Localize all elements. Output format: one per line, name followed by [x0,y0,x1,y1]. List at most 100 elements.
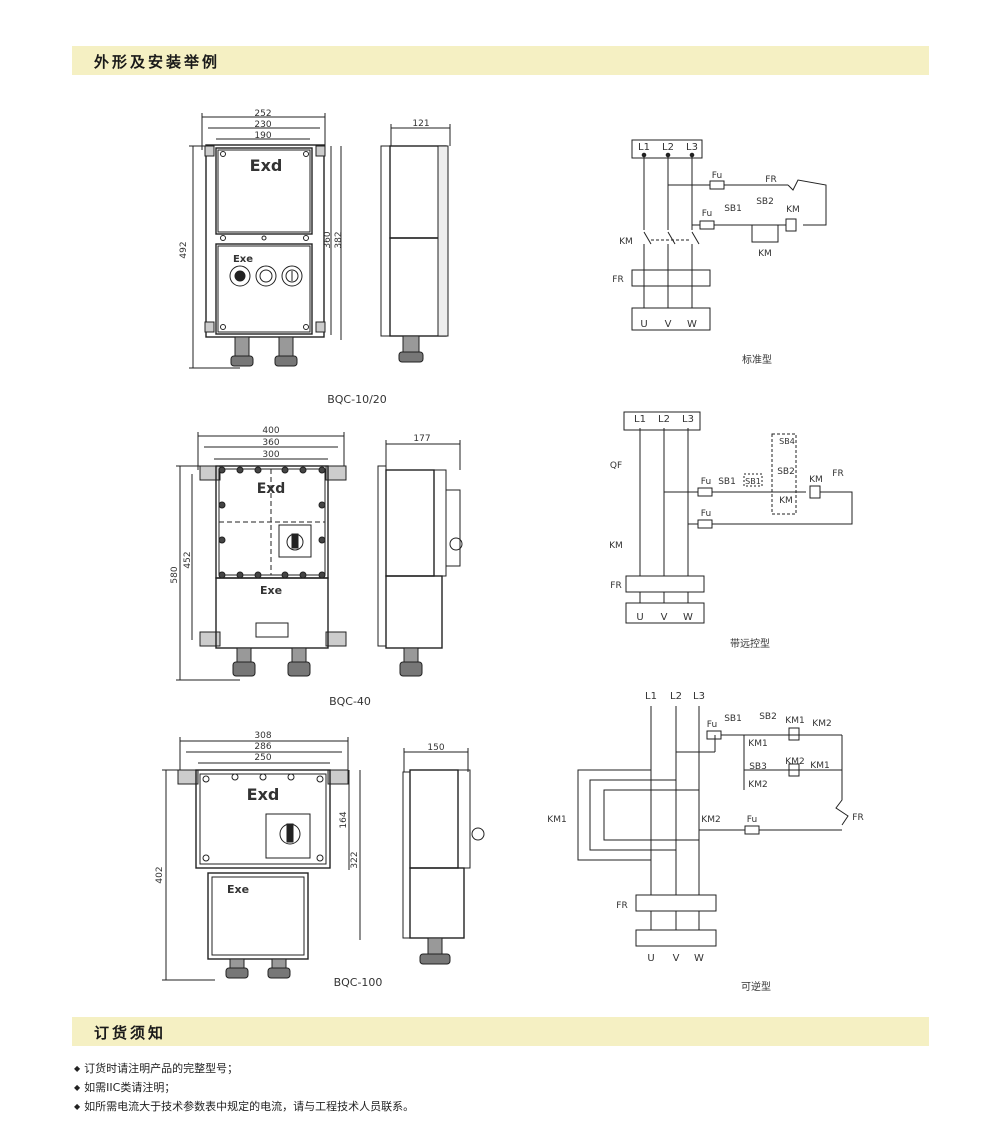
bqc40-exe-mark: Exe [260,584,282,597]
std-out-u: U [640,319,647,330]
rem-fu2: Fu [701,509,711,519]
rev-km1-aux: KM1 [748,739,767,749]
bqc40-exd-mark: Exd [257,481,286,497]
rev-title: 可逆型 [741,980,771,993]
rev-phase-l3: L3 [693,691,705,702]
rev-fr: FR [616,901,627,911]
rem-km-main: KM [609,541,623,551]
bqc100-dim-h2: 322 [350,851,360,868]
bqc10-dim-depth: 121 [412,119,429,129]
rev-km1-b: KM1 [810,761,829,771]
note-item: ◆如所需电流大于技术参数表中规定的电流，请与工程技术人员联系。 [74,1100,415,1113]
diamond-bullet-icon: ◆ [74,1083,81,1092]
bqc100-dim-w2: 286 [254,742,271,752]
rem-sb4: SB4 [779,437,795,446]
rev-km1-coil: KM1 [785,716,804,726]
rev-km2-top: KM2 [812,719,831,729]
std-km-aux: KM [758,249,772,259]
rem-fu1: Fu [701,477,711,487]
bqc10-dim-w3: 190 [254,131,271,141]
bqc10-model-label: BQC-10/20 [327,393,387,406]
rev-sb1: SB1 [724,714,742,724]
rev-km1-main: KM1 [547,815,566,825]
std-km-coil: KM [786,205,800,215]
bqc100-model-label: BQC-100 [334,976,383,989]
std-title: 标准型 [742,353,772,366]
bqc10-exe-mark: Exe [233,254,253,265]
bqc10-dim-w2: 230 [254,120,271,130]
bqc100-dim-depth: 150 [427,743,444,753]
bqc100-dim-h1: 164 [339,811,349,828]
bqc40-model-label: BQC-40 [329,695,371,708]
std-phase-l3: L3 [686,142,698,153]
bqc100-exe-mark: Exe [227,883,249,896]
bqc40-dim-h1: 452 [183,551,193,568]
std-fu2: Fu [702,209,712,219]
bqc10-side-view: 121 [380,119,451,363]
std-fu1: Fu [712,171,722,181]
std-sb2: SB2 [756,197,774,207]
rev-fr-ctl: FR [852,813,863,823]
note-item: ◆如需IIC类请注明； [74,1081,176,1094]
installation-section-header: 外形及安装举例 [72,46,929,75]
rem-fr: FR [610,581,621,591]
bqc100-dim-w1: 308 [254,731,271,741]
std-fr-top: FR [765,175,776,185]
rev-phase-l2: L2 [670,691,682,702]
bqc10-dim-w1: 252 [254,109,271,119]
rev-out-w: W [694,953,704,964]
bqc40-dim-w3: 300 [262,450,279,460]
rem-out-w: W [683,612,693,623]
std-out-w: W [687,319,697,330]
std-phase-l2: L2 [662,142,674,153]
bqc10-front-view: 252 230 190 492 360 382 Exd Exe [179,109,387,406]
bqc10-exd-mark: Exd [250,156,283,175]
bqc40-dim-w1: 400 [262,426,279,436]
rem-phase-l3: L3 [682,414,694,425]
bqc40-dim-w2: 360 [262,438,279,448]
rem-sb1: SB1 [718,477,736,487]
std-fr-label: FR [612,275,623,285]
note-item: ◆订货时请注明产品的完整型号； [74,1062,239,1075]
installation-section-title: 外形及安装举例 [94,53,221,71]
remote-circuit-diagram: L1 L2 L3 QF KM FR U V W Fu SB1 SB1 SB4 S… [609,411,853,650]
diamond-bullet-icon: ◆ [74,1064,81,1073]
reversible-circuit-diagram: L1 L2 L3 KM1 KM2 FR U V W Fu SB1 SB2 KM1… [547,691,863,993]
bqc40-side-view: 177 [377,434,463,677]
rev-out-v: V [673,953,680,964]
rem-title: 带远控型 [730,637,770,650]
bqc100-exd-mark: Exd [247,785,280,804]
rev-km2-main: KM2 [701,815,720,825]
bqc100-dim-height: 402 [155,866,165,883]
rev-out-u: U [647,953,654,964]
rev-fu2: Fu [747,815,757,825]
rem-km-aux: KM [779,496,793,506]
rem-phase-l2: L2 [658,414,670,425]
bqc10-dim-h1: 360 [323,231,333,248]
rem-out-v: V [661,612,668,623]
standard-circuit-diagram: L1 L2 L3 KM FR U V W Fu FR Fu SB1 SB2 KM… [612,139,827,366]
bqc100-front-view: 308 286 250 402 164 322 Exd Exe BQC-100 [155,731,382,989]
diamond-bullet-icon: ◆ [74,1102,81,1111]
bqc40-front-view: 400 360 300 580 452 Exd Exe BQC-40 [170,426,371,708]
bqc10-dim-height: 492 [179,241,189,258]
ordering-notes: ◆订货时请注明产品的完整型号； ◆如需IIC类请注明； ◆如所需电流大于技术参数… [74,1059,414,1116]
std-out-v: V [665,319,672,330]
rem-km-coil: KM [809,475,823,485]
std-km-main-label: KM [619,237,633,247]
rev-phase-l1: L1 [645,691,657,702]
bqc100-side-view: 150 [402,743,485,965]
rev-fu1: Fu [707,720,717,730]
rev-km2-aux: KM2 [748,780,767,790]
bqc40-dim-height: 580 [170,566,180,583]
rem-qf: QF [610,461,622,471]
rem-sb2: SB2 [777,467,795,477]
rev-sb3: SB3 [749,762,767,772]
ordering-section-title: 订货须知 [94,1024,167,1042]
bqc40-dim-depth: 177 [413,434,430,444]
std-sb1: SB1 [724,204,742,214]
rem-phase-l1: L1 [634,414,646,425]
rev-sb2: SB2 [759,712,777,722]
bqc10-dim-h2: 382 [334,231,344,248]
